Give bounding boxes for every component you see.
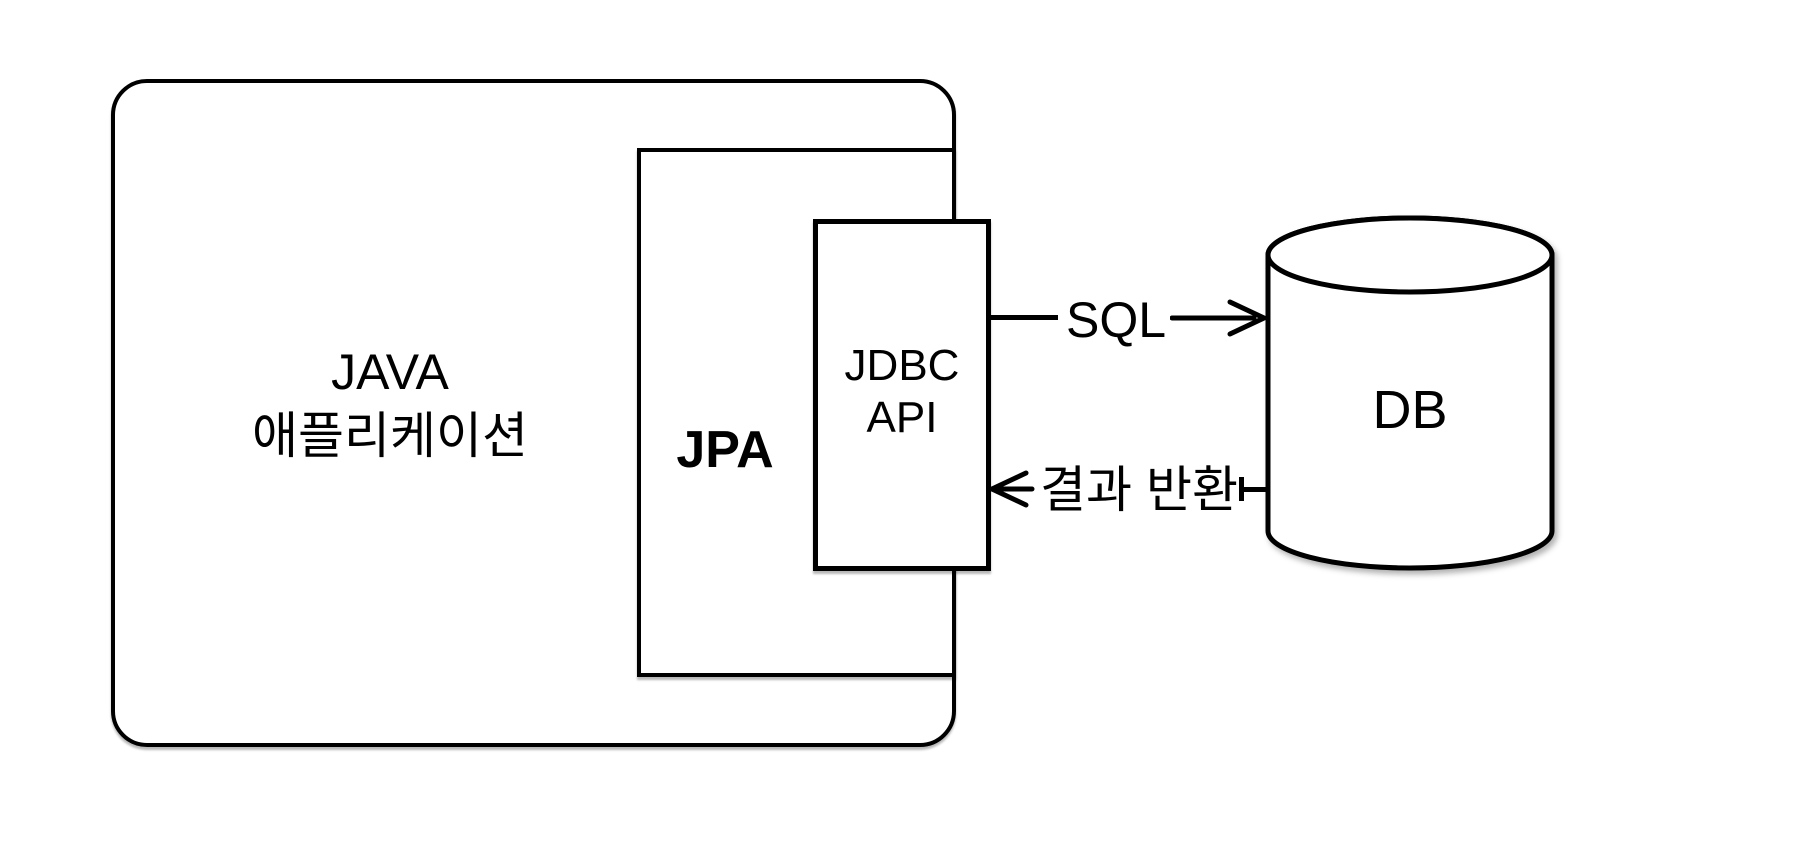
java-application-label-line1: JAVA — [331, 344, 449, 400]
result-flow-label: 결과 반환 — [1040, 462, 1238, 518]
result-arrow-left-icon — [988, 470, 1035, 508]
jdbc-api-label-line2: API — [866, 393, 938, 442]
db-label: DB — [1372, 380, 1448, 440]
java-application-label-line2: 애플리케이션 — [252, 408, 528, 464]
jpa-label: JPA — [676, 421, 774, 479]
sql-connector-line — [988, 315, 1058, 320]
sql-flow-label: SQL — [1065, 292, 1167, 348]
sql-arrow-right-icon — [1170, 299, 1270, 337]
database-cylinder-icon — [1265, 215, 1555, 571]
jdbc-api-box — [813, 219, 991, 571]
jdbc-api-label: JDBC API — [813, 340, 991, 444]
result-connector-line — [1241, 487, 1270, 492]
jdbc-api-label-line1: JDBC — [844, 341, 960, 390]
java-application-label: JAVA 애플리케이션 — [90, 340, 690, 468]
